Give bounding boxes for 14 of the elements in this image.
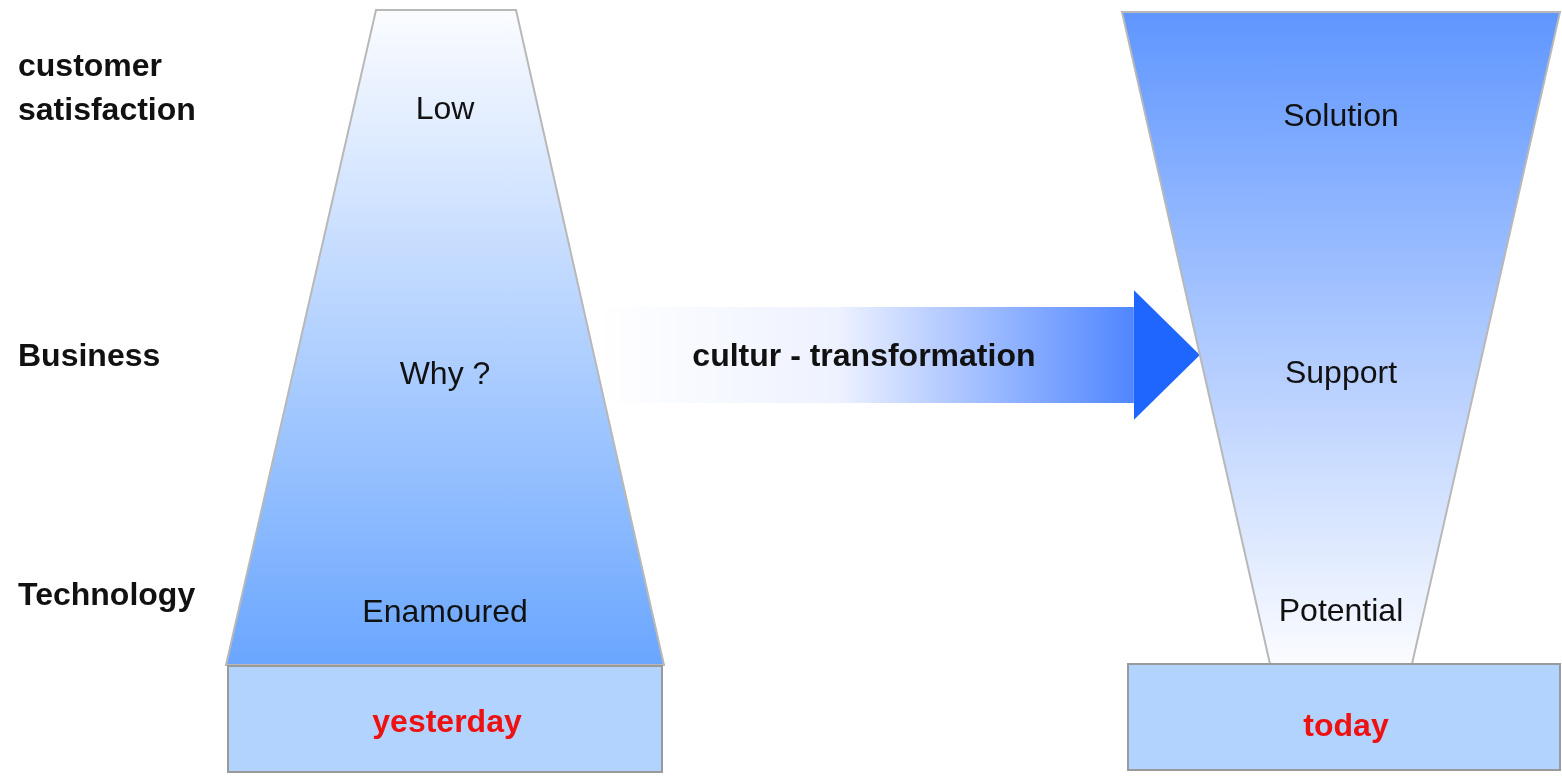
level-label: Potential — [1278, 592, 1404, 629]
period-label: today — [1303, 707, 1389, 744]
label-box — [227, 665, 663, 773]
row-label: Technology — [18, 575, 196, 614]
level-label: Why ? — [399, 355, 491, 392]
level-label: Low — [415, 90, 475, 127]
level-label: Enamoured — [362, 593, 528, 630]
edge-label: cultur - transformation — [692, 336, 1036, 375]
row-label: customer satisfaction — [18, 46, 197, 129]
period-label: yesterday — [372, 703, 522, 740]
level-label: Solution — [1283, 97, 1399, 134]
level-label: Support — [1284, 354, 1398, 391]
label-box — [1127, 663, 1561, 771]
row-label: Business — [18, 336, 161, 375]
